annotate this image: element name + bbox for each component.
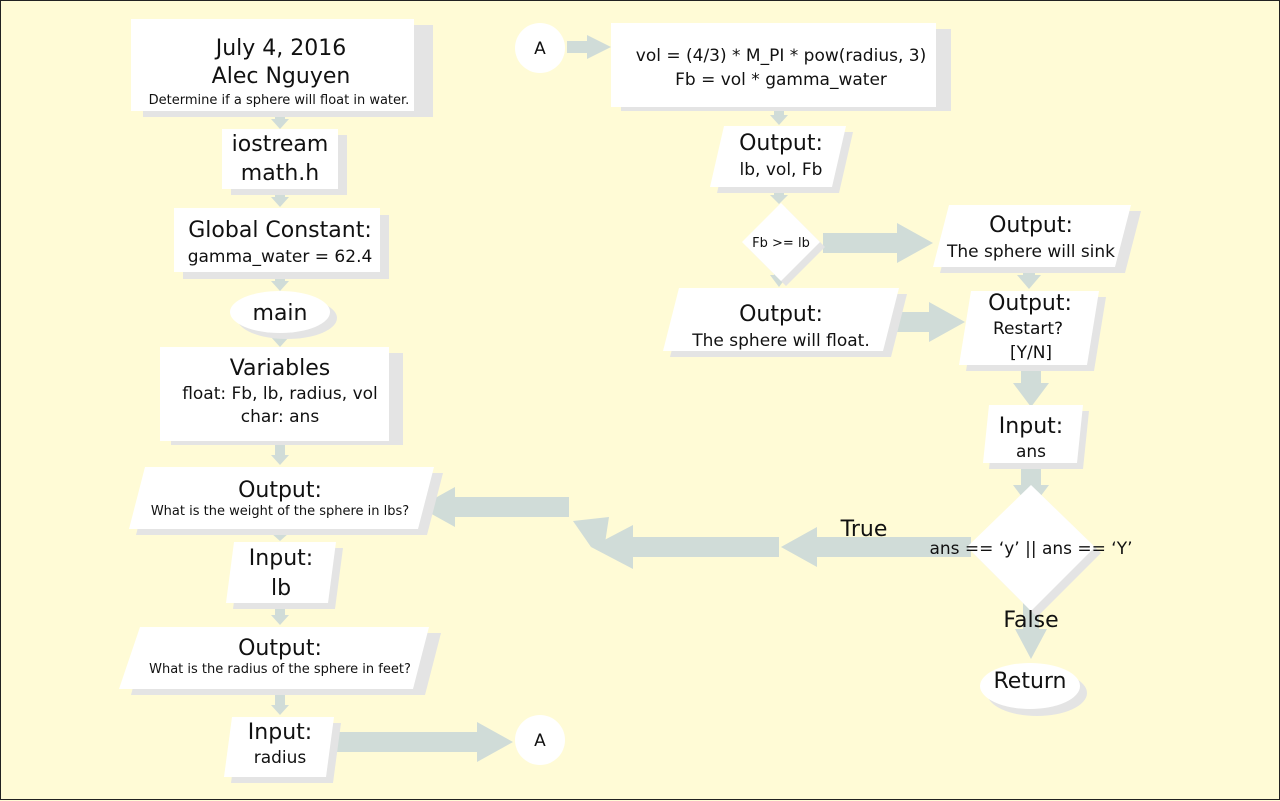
arrow-compute-to-output: [774, 109, 784, 117]
output-restart-options: [Y/N]: [1010, 343, 1052, 363]
arrowhead: [929, 302, 965, 342]
arrowhead: [1017, 275, 1041, 289]
compute-box: vol = (4/3) * M_PI * pow(radius, 3) Fb =…: [611, 23, 951, 111]
input-radius-value: radius: [254, 748, 307, 768]
arrow-true-branch: [815, 537, 971, 557]
output-sink-parallelogram: Output: The sphere will sink: [933, 205, 1141, 273]
arrowhead: [419, 487, 455, 527]
arrow-decision-to-sink: [823, 233, 899, 253]
output-sink-text: The sphere will sink: [946, 242, 1115, 262]
arrow-loop-back: [453, 497, 569, 517]
main-terminal: main: [230, 291, 337, 339]
output-weight-text: What is the weight of the sphere in lbs?: [151, 504, 409, 519]
output-values-title: Output:: [739, 131, 823, 156]
input-radius-title: Input:: [248, 720, 312, 745]
arrow-connector-to-compute: [567, 41, 589, 53]
output-radius-parallelogram: Output: What is the radius of the sphere…: [119, 627, 441, 695]
decision-restart-diamond: ans == ‘y’ || ans == ‘Y’: [929, 485, 1133, 617]
arrow-true-branch-continue: [631, 537, 779, 557]
header-box: July 4, 2016 Alec Nguyen Determine if a …: [131, 19, 433, 117]
decision-float-diamond: Fb >= lb: [742, 203, 825, 286]
connector-a-bottom: A: [515, 715, 565, 765]
input-lb-parallelogram: Input: lb: [226, 542, 343, 609]
arrow-output-to-input-radius: [275, 691, 285, 707]
global-constant-title: Global Constant:: [188, 218, 372, 243]
connector-a-top: A: [515, 23, 565, 73]
global-constant-value: gamma_water = 62.4: [188, 247, 373, 267]
arrow-variables-to-output: [275, 443, 285, 457]
return-terminal: Return: [980, 663, 1087, 716]
output-float-title: Output:: [739, 302, 823, 327]
input-ans-value: ans: [1016, 442, 1046, 462]
output-restart-title: Output:: [988, 291, 1072, 316]
decision-float-condition: Fb >= lb: [752, 236, 810, 251]
compute-buoyancy: Fb = vol * gamma_water: [675, 70, 887, 90]
arrow-to-connector-a: [331, 732, 479, 752]
arrowhead: [591, 525, 633, 569]
output-sink-title: Output:: [989, 213, 1073, 238]
arrow-input-lb-to-output: [275, 605, 285, 617]
input-lb-title: Input:: [249, 546, 313, 571]
compute-volume: vol = (4/3) * M_PI * pow(radius, 3): [636, 46, 926, 66]
arrowhead: [897, 223, 933, 263]
arrowhead: [271, 119, 289, 129]
arrowhead: [271, 615, 289, 625]
arrowhead: [271, 281, 289, 291]
output-values-parallelogram: Output: lb, vol, Fb: [710, 126, 853, 193]
header-author: Alec Nguyen: [212, 64, 351, 89]
decision-restart-condition: ans == ‘y’ || ans == ‘Y’: [929, 539, 1132, 559]
false-branch-label: False: [1003, 608, 1058, 633]
output-weight-parallelogram: Output: What is the weight of the sphere…: [129, 467, 443, 535]
arrowhead: [770, 115, 788, 125]
flow-arrows: [271, 35, 1049, 762]
output-restart-question: Restart?: [993, 319, 1063, 339]
connector-a-label: A: [534, 39, 546, 59]
output-values-text: lb, vol, Fb: [740, 160, 823, 180]
output-float-text: The sphere will float.: [691, 331, 869, 351]
variables-box: Variables float: Fb, lb, radius, vol cha…: [160, 347, 403, 445]
return-label: Return: [993, 669, 1066, 694]
true-branch-label: True: [840, 517, 888, 542]
arrowhead: [781, 527, 817, 567]
variables-char: char: ans: [241, 407, 320, 427]
output-weight-title: Output:: [238, 478, 322, 503]
arrowhead: [271, 197, 289, 207]
arrowhead: [587, 35, 611, 59]
output-restart-parallelogram: Output: Restart? [Y/N]: [959, 291, 1106, 371]
global-constant-box: Global Constant: gamma_water = 62.4: [174, 208, 389, 279]
arrowhead: [271, 455, 289, 465]
arrowhead: [271, 705, 289, 715]
output-radius-title: Output:: [238, 636, 322, 661]
arrowhead: [477, 722, 513, 762]
input-lb-value: lb: [271, 576, 291, 601]
arrowhead: [1013, 383, 1049, 407]
header-description: Determine if a sphere will float in wate…: [149, 93, 410, 108]
header-date: July 4, 2016: [214, 36, 347, 61]
include-iostream: iostream: [232, 132, 329, 157]
input-radius-parallelogram: Input: radius: [224, 717, 341, 783]
variables-float: float: Fb, lb, radius, vol: [182, 384, 378, 404]
input-ans-parallelogram: Input: ans: [983, 405, 1089, 469]
input-ans-title: Input:: [999, 414, 1063, 439]
variables-title: Variables: [230, 356, 331, 381]
include-math: math.h: [241, 161, 319, 186]
connector-a-label: A: [534, 731, 546, 751]
main-label: main: [253, 301, 308, 326]
arrow-input-to-decision: [1021, 465, 1041, 487]
arrowhead: [1015, 629, 1047, 659]
arrowhead: [271, 337, 289, 347]
arrow-loop-diagonal: [573, 517, 609, 547]
output-radius-text: What is the radius of the sphere in feet…: [149, 662, 411, 677]
arrowhead: [770, 195, 788, 204]
includes-box: iostream math.h: [222, 129, 347, 195]
output-float-parallelogram: Output: The sphere will float.: [663, 288, 907, 357]
